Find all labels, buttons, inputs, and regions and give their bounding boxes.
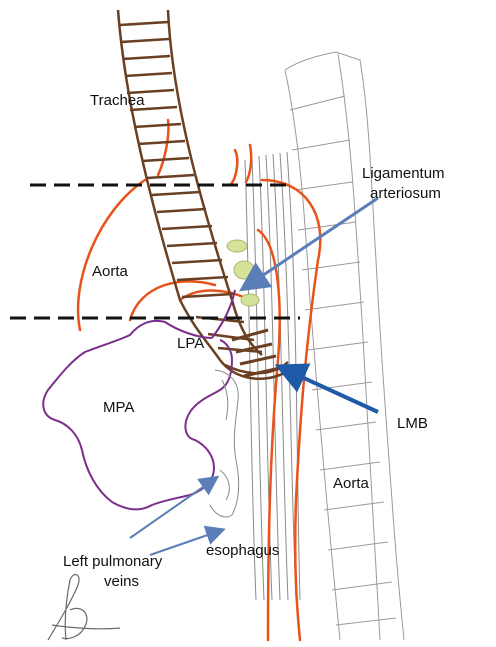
lymph-node <box>234 261 254 279</box>
label-mpa: MPA <box>103 399 134 416</box>
ligamentum-arrow <box>244 198 378 288</box>
pulmonary-veins <box>210 370 239 517</box>
label-lmb: LMB <box>397 415 428 432</box>
label-esophagus: esophagus <box>206 542 279 559</box>
lymph-node <box>241 294 259 306</box>
label-trachea: Trachea <box>90 92 145 109</box>
pulmonary-artery <box>43 290 235 509</box>
lymph-node <box>227 240 247 252</box>
label-aorta-right: Aorta <box>333 475 370 492</box>
label-aorta-left: Aorta <box>92 263 129 280</box>
label-left-pulmonary-veins-line1: Left pulmonary <box>63 553 163 570</box>
label-ligamentum-line1: Ligamentum <box>362 165 445 182</box>
label-lpa: LPA <box>177 335 204 352</box>
spine <box>285 52 404 640</box>
label-left-pulmonary-veins-line2: veins <box>104 573 139 590</box>
label-ligamentum-line2: arteriosum <box>370 185 441 202</box>
